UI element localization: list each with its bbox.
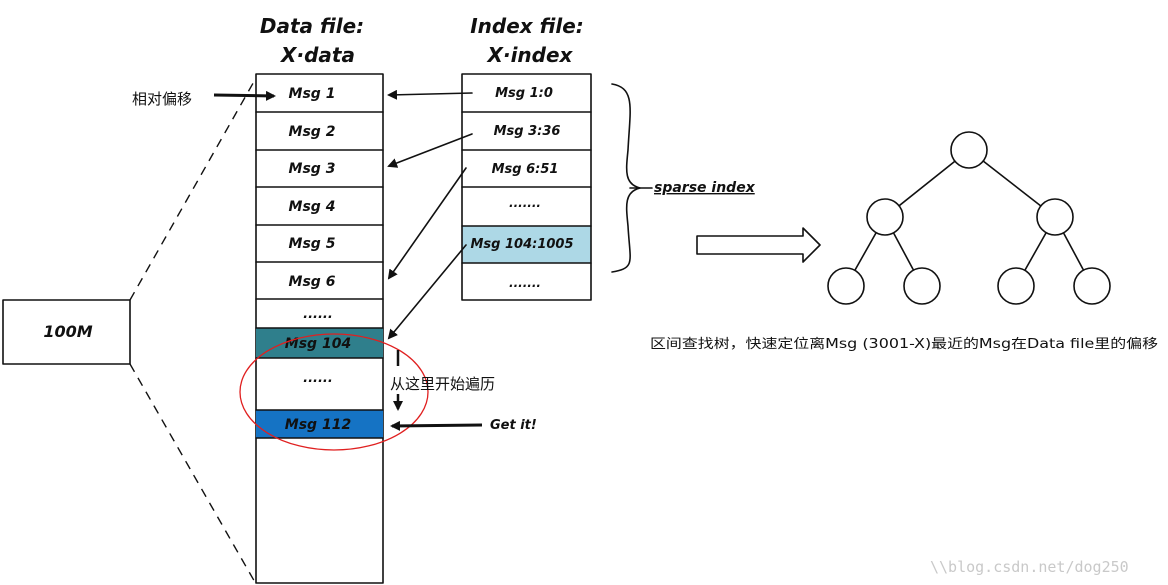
index-row-label: Msg 6:51 [492,162,559,177]
index-highlight-fill [462,226,591,263]
data-row-label: Msg 1 [289,86,336,102]
tree-node [997,267,1035,305]
tree-node [827,267,865,305]
index-row-highlight: Msg 104:1005 [470,237,573,252]
sparse-index-brace [611,83,641,273]
msg-104-fill [256,328,383,358]
data-file-name: X·data [279,43,355,67]
size-box [2,299,131,365]
data-row-label: Msg 6 [289,274,336,290]
index-file-column: Msg 1:0 Msg 3:36 Msg 6:51 ....... Msg 10… [461,73,592,301]
sparse-index-label: sparse index [654,180,756,196]
data-row-msg104: Msg 104 [285,336,351,352]
size-label: 100M [43,322,92,341]
index-row-ellipsis: ....... [509,196,541,210]
pointer-arrow [387,89,473,100]
interval-search-tree [827,131,1111,305]
data-file-title: Data file: [260,14,364,38]
tree-node [950,131,988,169]
data-row-msg112: Msg 112 [285,417,351,433]
data-row-label: Msg 3 [289,161,336,177]
pointer-arrow [387,167,467,280]
get-it-arrow [390,420,483,431]
data-file-column: Msg 1 Msg 2 Msg 3 Msg 4 Msg 5 Msg 6 ....… [255,73,384,584]
index-row-ellipsis: ....... [509,276,541,290]
index-row-label: Msg 1:0 [495,86,553,101]
get-it-label: Get it! [490,418,537,433]
msg-112-fill [256,410,383,438]
pointer-arrow [387,244,467,340]
data-row-label: Msg 2 [289,124,336,140]
watermark: \\blog.csdn.net/dog250 [930,558,1129,576]
data-row-label: Msg 5 [289,236,336,252]
data-row-ellipsis: ...... [303,371,333,386]
block-arrow [696,227,821,263]
tree-caption: 区间查找树，快速定位离Msg (3001-X)最近的Msg在Data file里… [650,336,1158,352]
offset-label: 相对偏移 [132,90,192,108]
zoom-line-bottom [129,363,257,585]
data-row-ellipsis: ...... [303,307,333,322]
index-file-title: Index file: [470,14,584,38]
search-region-circle [239,333,429,451]
tree-node [866,198,904,236]
tree-node [1036,198,1074,236]
pointer-arrow [387,133,473,168]
tree-node [1073,267,1111,305]
data-row-label: Msg 4 [289,199,336,215]
index-file-name: X·index [486,43,574,67]
traverse-label: 从这里开始遍历 [390,375,495,393]
zoom-line-top [129,77,257,301]
offset-arrow [213,90,276,101]
tree-node [903,267,941,305]
index-row-label: Msg 3:36 [494,124,561,139]
